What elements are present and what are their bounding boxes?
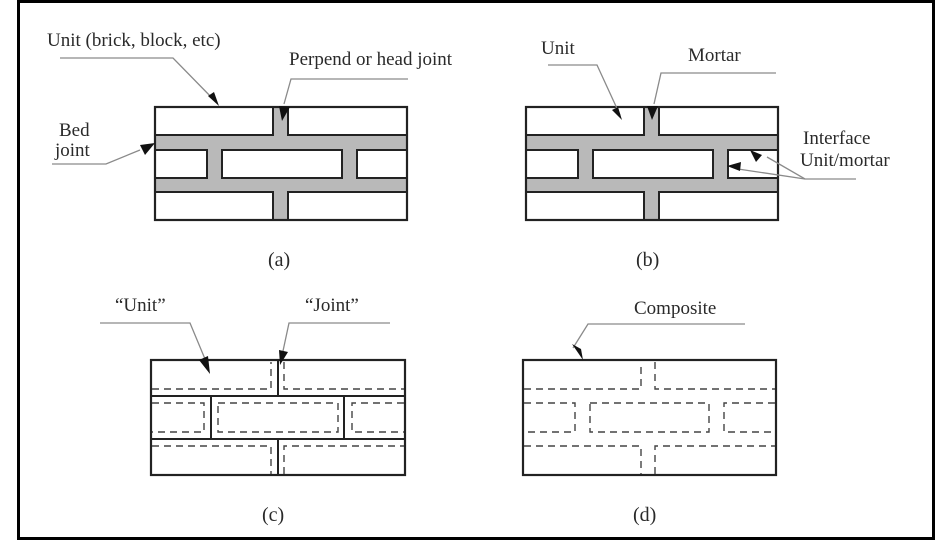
leader-unit	[100, 322, 206, 360]
label-bed-joint-line1: Bed	[59, 120, 90, 141]
leader-bed-joint	[52, 149, 141, 165]
arrow-joint-icon	[279, 350, 288, 365]
label-composite: Composite	[634, 298, 716, 319]
leader-joint	[282, 322, 390, 352]
label-joint: “Joint”	[305, 295, 359, 316]
dashed-unit-outline	[524, 445, 642, 474]
panel-c: “Unit” “Joint” (c)	[100, 295, 407, 526]
dashed-unit-outline	[524, 362, 642, 390]
homogenized-wall-outline	[521, 358, 778, 477]
label-mortar: Mortar	[688, 45, 741, 66]
arrow-interface-1-icon	[750, 150, 762, 162]
arrow-unit-icon	[208, 92, 219, 106]
arrow-interface-2-icon	[727, 162, 741, 171]
dashed-unit-outline	[351, 402, 404, 433]
label-interface-line2: Unit/mortar	[800, 150, 890, 171]
label-unit: Unit	[541, 38, 576, 59]
leader-mortar	[653, 72, 776, 105]
leader-interface-2	[737, 168, 806, 180]
arrow-composite-icon	[572, 344, 583, 360]
label-head-joint: Perpend or head joint	[289, 49, 453, 70]
dashed-unit-outline	[654, 362, 775, 390]
leader-composite	[572, 323, 745, 349]
panel-a: Unit (brick, block, etc) Perpend or head…	[47, 30, 453, 271]
label-interface-line1: Interface	[803, 128, 871, 149]
caption-b: (b)	[636, 249, 659, 271]
label-unit: “Unit”	[115, 295, 166, 316]
caption-d: (d)	[633, 504, 656, 526]
panel-d: Composite (d)	[521, 298, 778, 526]
dashed-unit-outline	[152, 445, 272, 474]
caption-a: (a)	[268, 249, 290, 271]
dashed-unit-outline	[589, 402, 710, 433]
dashed-unit-outline	[654, 445, 775, 474]
arrow-bed-joint-icon	[140, 143, 155, 155]
label-unit: Unit (brick, block, etc)	[47, 30, 221, 51]
leader-head-joint	[283, 78, 408, 105]
leader-unit	[60, 57, 217, 103]
dashed-unit-outline	[152, 362, 272, 390]
leader-unit	[548, 64, 621, 116]
label-bed-joint-line2: joint	[54, 140, 91, 161]
arrow-head-joint-icon	[279, 106, 290, 121]
dashed-unit-outline	[217, 402, 339, 433]
caption-c: (c)	[262, 504, 284, 526]
arrow-unit-icon	[612, 107, 622, 120]
dashed-unit-outline	[283, 362, 404, 390]
dashed-unit-outline	[152, 402, 205, 433]
arrow-unit-icon	[199, 356, 210, 374]
brick-wall-with-mortar	[153, 105, 409, 222]
arrow-mortar-icon	[647, 106, 658, 120]
panel-b: Unit Mortar Interface Unit/mortar (b)	[524, 38, 890, 271]
dashed-unit-outline	[524, 402, 576, 433]
dashed-unit-outline	[283, 445, 404, 474]
dashed-unit-outline	[723, 402, 775, 433]
